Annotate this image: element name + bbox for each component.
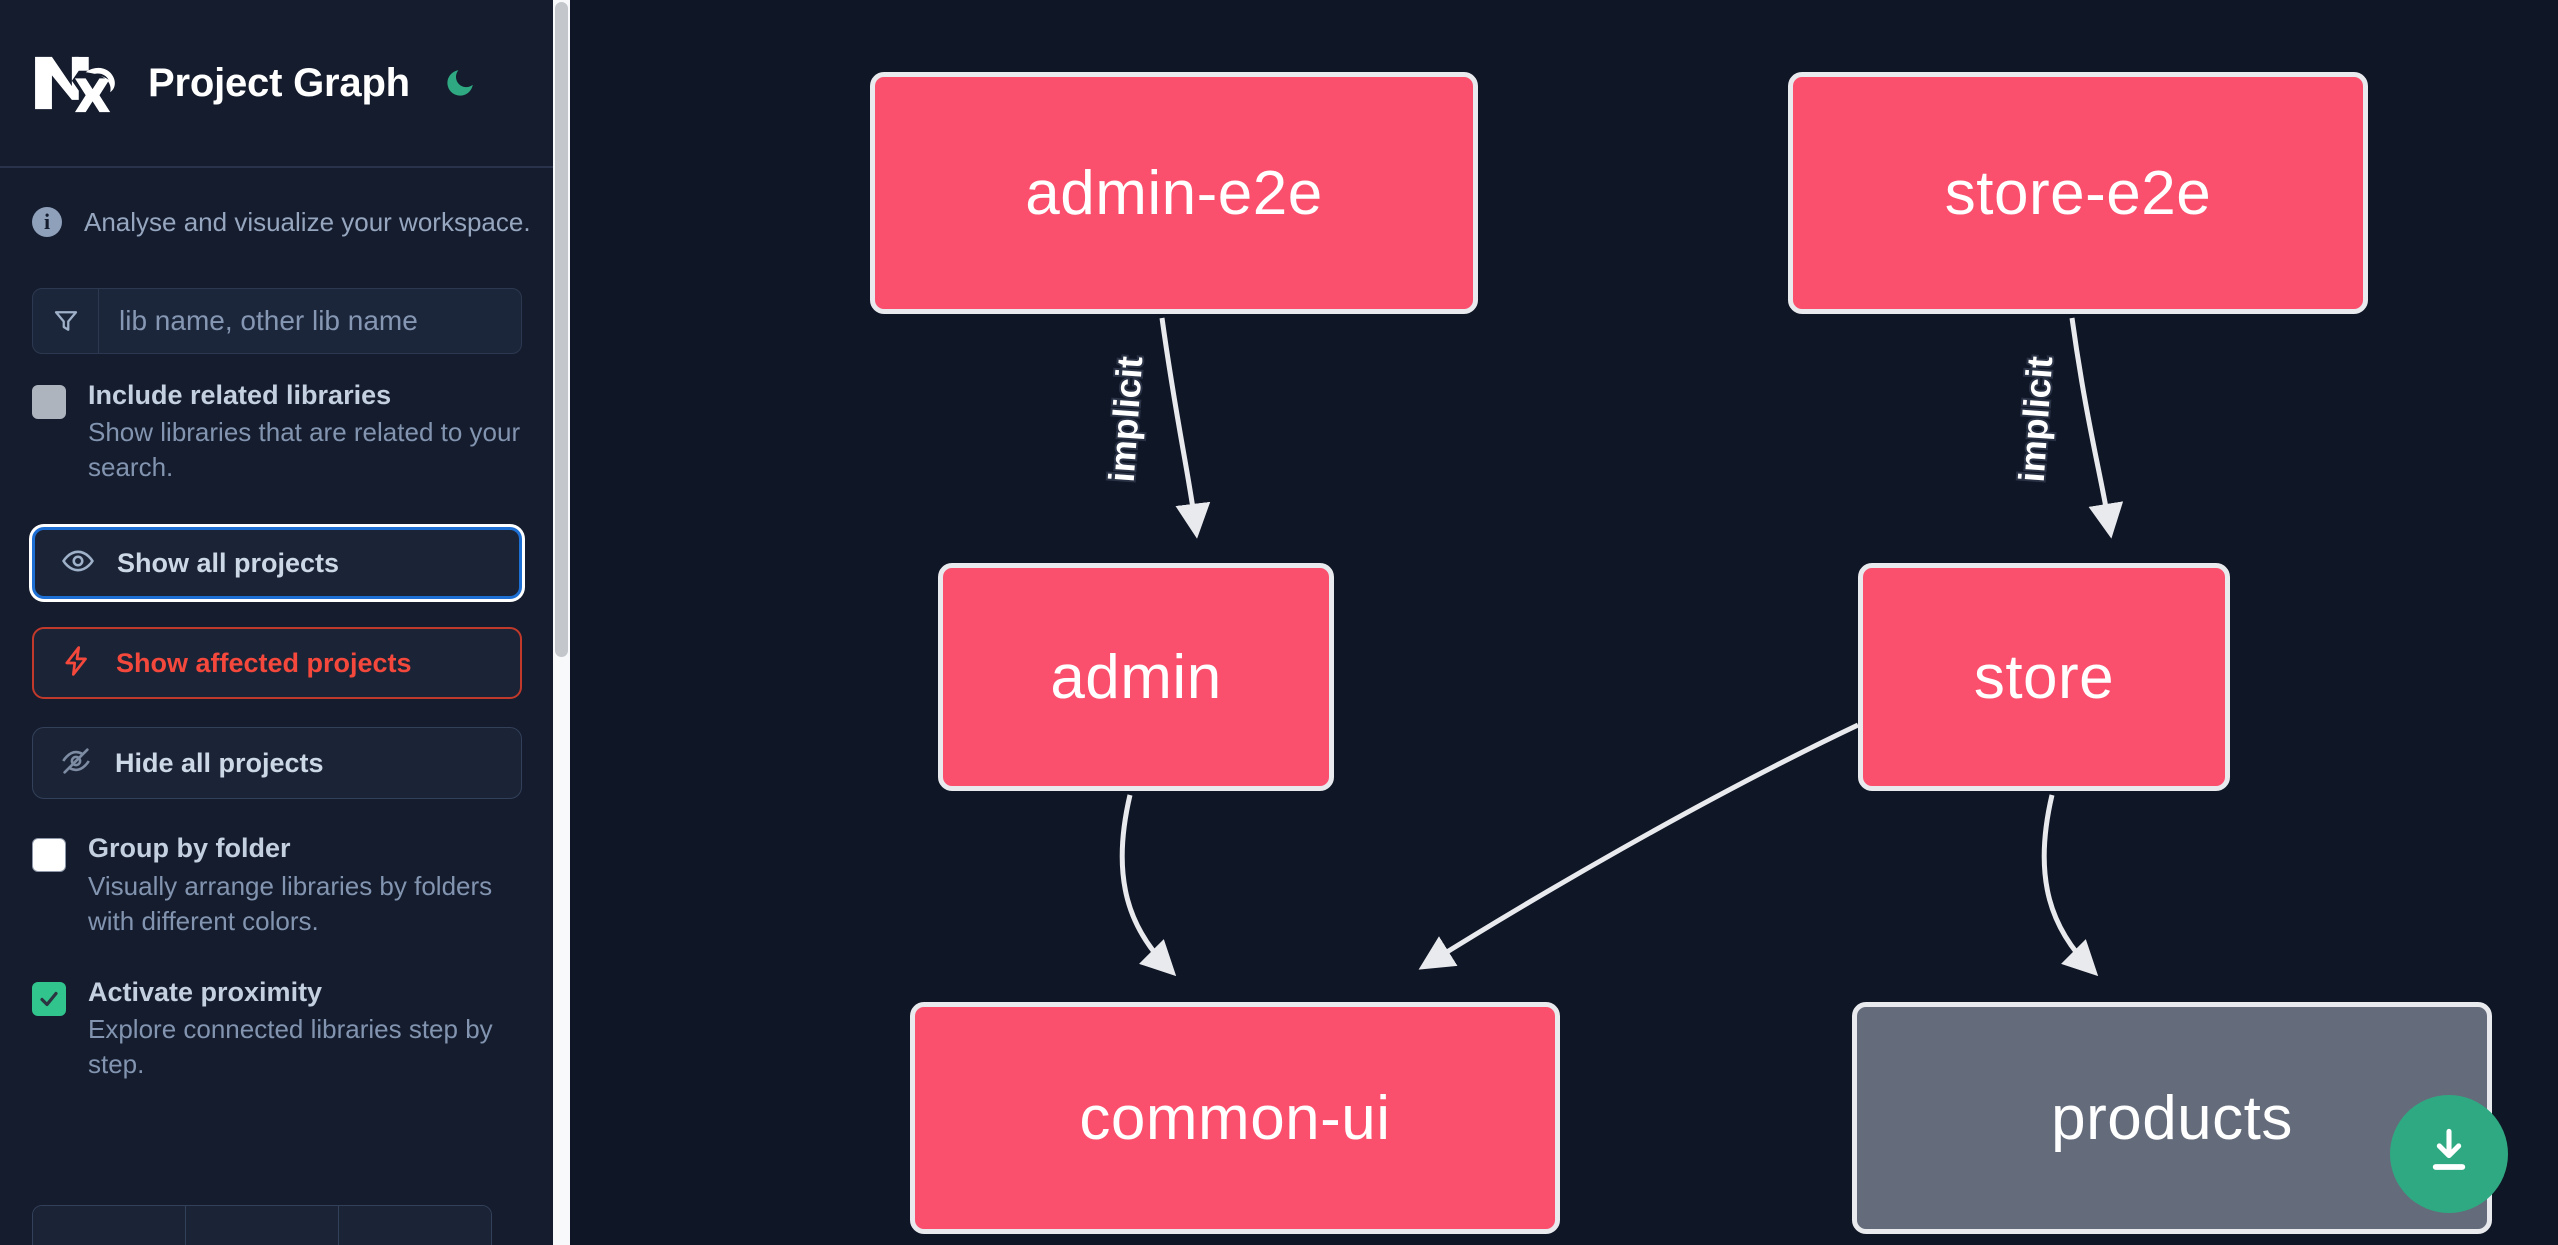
eye-icon: [61, 544, 95, 583]
download-icon: [2420, 1123, 2478, 1186]
proximity-step-control[interactable]: [32, 1205, 492, 1245]
option-include-related-libraries[interactable]: Include related libraries Show libraries…: [0, 380, 554, 485]
graph-node-admin-e2e-label: admin-e2e: [1025, 158, 1323, 228]
edge-store-to-common-ui: [1418, 722, 1860, 970]
graph-node-admin-label: admin: [1050, 642, 1222, 712]
project-actions: Show all projects Show affected projects: [0, 527, 554, 800]
option-activate-proximity[interactable]: Activate proximity Explore connected lib…: [0, 977, 554, 1082]
sidebar: Project Graph i Analyse and visualize yo…: [0, 0, 570, 1245]
lightning-bolt-icon: [60, 644, 94, 683]
sidebar-scrollbar[interactable]: [553, 0, 570, 1245]
group-by-folder-label: Group by folder: [88, 833, 291, 864]
sidebar-header: Project Graph: [0, 0, 554, 168]
moon-icon[interactable]: [440, 63, 480, 103]
proximity-step-increase[interactable]: [339, 1206, 491, 1245]
graph-canvas[interactable]: implicit implicit admin-e2e store-e2e ad…: [570, 0, 2558, 1245]
activate-proximity-checkbox[interactable]: [32, 981, 66, 1016]
search-input[interactable]: [99, 289, 521, 353]
svg-text:implicit: implicit: [2011, 355, 2061, 484]
proximity-step-decrease[interactable]: [33, 1206, 186, 1245]
edge-admin-to-common-ui: [1119, 794, 1177, 977]
graph-node-products-label: products: [2051, 1083, 2293, 1153]
hide-all-projects-button[interactable]: Hide all projects: [32, 727, 522, 800]
activate-proximity-description: Explore connected libraries step by step…: [88, 1014, 493, 1080]
sidebar-content: Project Graph i Analyse and visualize yo…: [0, 0, 554, 1245]
edge-admin-e2e-to-admin: [1159, 317, 1211, 539]
show-affected-projects-label: Show affected projects: [116, 647, 412, 678]
graph-node-store-e2e-label: store-e2e: [1944, 158, 2212, 228]
group-by-folder-description: Visually arrange libraries by folders wi…: [88, 870, 493, 936]
edge-store-e2e-to-store: [2069, 317, 2124, 539]
graph-node-common-ui[interactable]: common-ui: [910, 1002, 1560, 1234]
show-all-projects-label: Show all projects: [117, 547, 340, 578]
workspace-info: i Analyse and visualize your workspace.: [0, 168, 554, 276]
graph-node-products[interactable]: products: [1852, 1002, 2492, 1234]
proximity-step-value[interactable]: [186, 1206, 339, 1245]
search-field[interactable]: [32, 288, 522, 354]
graph-edges: implicit implicit: [1099, 317, 2124, 977]
eye-off-icon: [59, 744, 93, 783]
show-affected-projects-button[interactable]: Show affected projects: [32, 627, 522, 700]
page-title: Project Graph: [148, 60, 410, 105]
edge-label-admin-e2e-implicit: implicit: [1099, 353, 1153, 486]
graph-node-admin-e2e[interactable]: admin-e2e: [870, 72, 1478, 314]
info-icon: i: [32, 207, 62, 237]
filter-funnel-icon: [33, 289, 99, 353]
graph-node-admin[interactable]: admin: [938, 563, 1334, 791]
include-related-libraries-checkbox[interactable]: [32, 385, 66, 419]
graph-node-store[interactable]: store: [1858, 563, 2230, 791]
download-graph-button[interactable]: [2390, 1095, 2508, 1213]
check-icon: [40, 991, 58, 1006]
workspace-info-text: Analyse and visualize your workspace.: [84, 206, 531, 237]
show-all-projects-button[interactable]: Show all projects: [32, 527, 522, 600]
include-related-libraries-description: Show libraries that are related to your …: [88, 417, 521, 483]
svg-text:implicit: implicit: [1101, 355, 1151, 484]
graph-node-common-ui-label: common-ui: [1079, 1083, 1391, 1153]
nx-logo-icon: [32, 52, 124, 114]
edge-label-store-e2e-implicit: implicit: [2009, 353, 2063, 486]
option-group-by-folder[interactable]: Group by folder Visually arrange librari…: [0, 833, 554, 938]
activate-proximity-label: Activate proximity: [88, 976, 323, 1007]
group-by-folder-checkbox[interactable]: [32, 838, 66, 873]
hide-all-projects-label: Hide all projects: [115, 747, 324, 778]
graph-node-store-label: store: [1973, 642, 2115, 712]
sidebar-scrollbar-thumb[interactable]: [555, 2, 568, 657]
graph-node-store-e2e[interactable]: store-e2e: [1788, 72, 2368, 314]
edge-store-to-products: [2041, 794, 2099, 977]
include-related-libraries-label: Include related libraries: [88, 380, 392, 410]
